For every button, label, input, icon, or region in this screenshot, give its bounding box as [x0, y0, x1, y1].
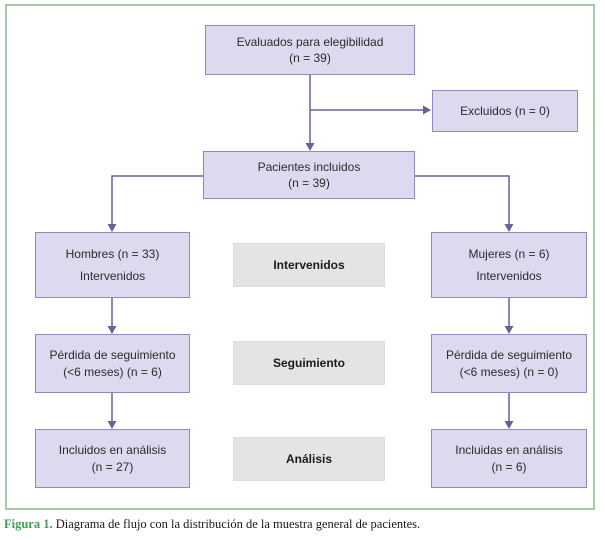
women-box: Mujeres (n = 6) Intervenidos [431, 232, 587, 298]
men-followup-line2: (<6 meses) (n = 6) [63, 364, 162, 379]
men-box: Hombres (n = 33) Intervenidos [35, 232, 190, 298]
included-line1: Pacientes incluidos [257, 159, 361, 174]
women-analysis-line1: Incluidas en análisis [455, 443, 563, 458]
men-analysis-line2: (n = 27) [91, 459, 134, 474]
stage-intervened-box: Intervenidos [233, 243, 385, 287]
stage-analysis-box: Análisis [233, 437, 385, 481]
men-analysis-line1: Incluidos en análisis [58, 443, 167, 458]
women-analysis-box: Incluidas en análisis (n = 6) [431, 429, 587, 488]
eligibility-box: Evaluados para elegibilidad (n = 39) [205, 25, 415, 75]
women-followup-line2: (<6 meses) (n = 0) [459, 364, 559, 379]
women-followup-line1: Pérdida de seguimiento [445, 348, 573, 363]
men-followup-box: Pérdida de seguimiento (<6 meses) (n = 6… [35, 334, 190, 393]
stage-followup-label: Seguimiento [272, 355, 345, 370]
figure-caption-text: Diagrama de flujo con la distribución de… [52, 517, 421, 531]
excluded-box: Excluidos (n = 0) [432, 90, 578, 132]
women-followup-box: Pérdida de seguimiento (<6 meses) (n = 0… [431, 334, 587, 393]
men-followup-line1: Pérdida de seguimiento [49, 348, 176, 363]
included-line2: (n = 39) [288, 176, 330, 190]
men-line2: Intervenidos [79, 269, 146, 284]
figure-caption: Figura 1. Diagrama de flujo con la distr… [4, 517, 600, 532]
eligibility-line2: (n = 39) [289, 51, 331, 65]
stage-followup-box: Seguimiento [233, 341, 385, 385]
men-analysis-box: Incluidos en análisis (n = 27) [35, 429, 190, 488]
women-analysis-line2: (n = 6) [491, 459, 527, 474]
stage-intervened-label: Intervenidos [273, 257, 345, 272]
women-line2: Intervenidos [476, 269, 542, 284]
stage-analysis-label: Análisis [285, 451, 333, 466]
men-line1: Hombres (n = 33) [65, 246, 160, 261]
figure-caption-label: Figura 1. [4, 517, 53, 531]
women-line1: Mujeres (n = 6) [468, 246, 550, 261]
excluded-label: Excluidos (n = 0) [460, 103, 550, 118]
eligibility-line1: Evaluados para elegibilidad [236, 34, 384, 49]
included-box: Pacientes incluidos (n = 39) [203, 151, 415, 199]
